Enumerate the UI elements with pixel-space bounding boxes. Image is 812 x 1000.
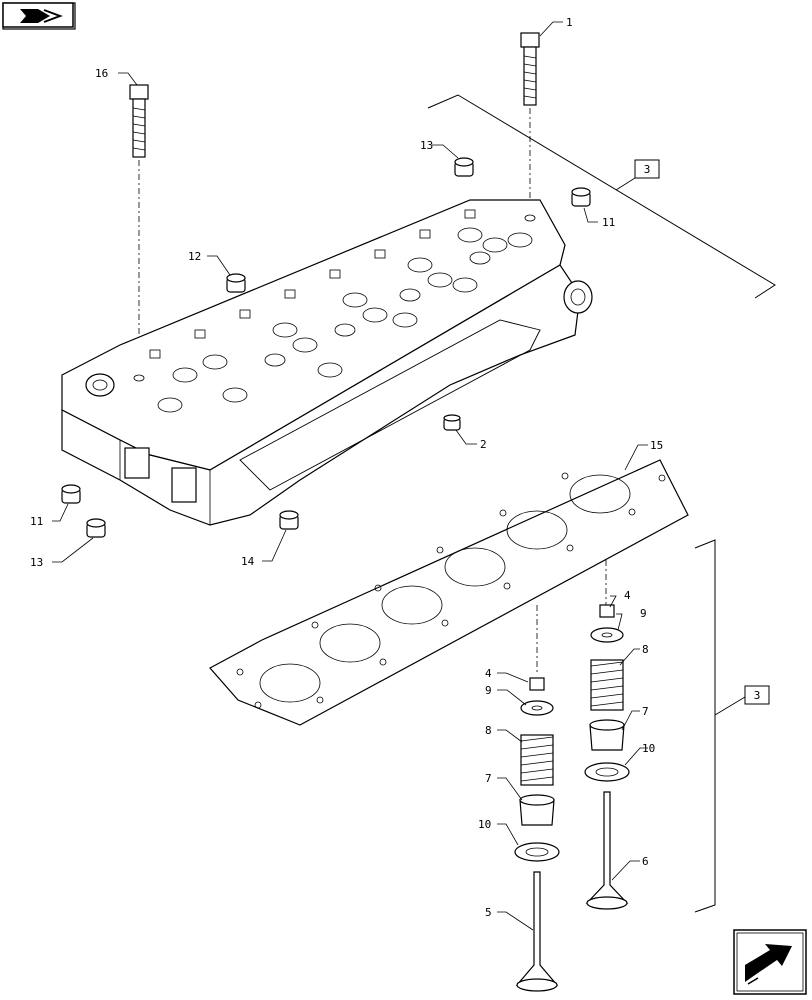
callout-5: 5: [485, 906, 492, 919]
callout-6: 6: [642, 855, 649, 868]
reference-box-3-right: 3: [744, 685, 770, 705]
cylinder-head: [61, 199, 593, 526]
plug-12: [226, 273, 246, 293]
callout-13-left: 13: [30, 556, 43, 569]
plug-13-left: [86, 518, 106, 538]
callout-14: 14: [241, 555, 255, 568]
callout-12: 12: [188, 250, 201, 263]
valve-assembly-left: [514, 677, 560, 992]
plug-13-top: [454, 157, 474, 177]
plug-11-left: [61, 484, 81, 504]
callout-9-left: 9: [485, 684, 492, 697]
callout-3-right: 3: [754, 689, 761, 702]
callout-8-left: 8: [485, 724, 492, 737]
callout-10-left: 10: [478, 818, 491, 831]
callout-10-right: 10: [642, 742, 655, 755]
callout-13-top: 13: [420, 139, 433, 152]
callout-8-right: 8: [642, 643, 649, 656]
callout-4-right: 4: [624, 589, 631, 602]
callout-16: 16: [95, 67, 108, 80]
reference-box-3-top: 3: [634, 159, 660, 179]
bolt-1: [520, 32, 540, 106]
plug-2: [443, 414, 461, 431]
next-page-arrow-icon[interactable]: [733, 929, 807, 995]
callout-7-right: 7: [642, 705, 649, 718]
callout-1: 1: [566, 16, 573, 29]
plug-14: [279, 510, 299, 530]
head-gasket: [209, 459, 689, 726]
callout-15: 15: [650, 439, 663, 452]
callout-3-top: 3: [644, 163, 651, 176]
valve-assembly-right: [584, 604, 630, 910]
callout-4-left: 4: [485, 667, 492, 680]
book-icon[interactable]: [2, 2, 76, 30]
callout-11-top: 11: [602, 216, 615, 229]
callout-2: 2: [480, 438, 487, 451]
bolt-16: [129, 84, 149, 158]
callout-7-left: 7: [485, 772, 492, 785]
plug-11-top: [571, 187, 591, 207]
callout-11-left: 11: [30, 515, 43, 528]
callout-9-right: 9: [640, 607, 647, 620]
